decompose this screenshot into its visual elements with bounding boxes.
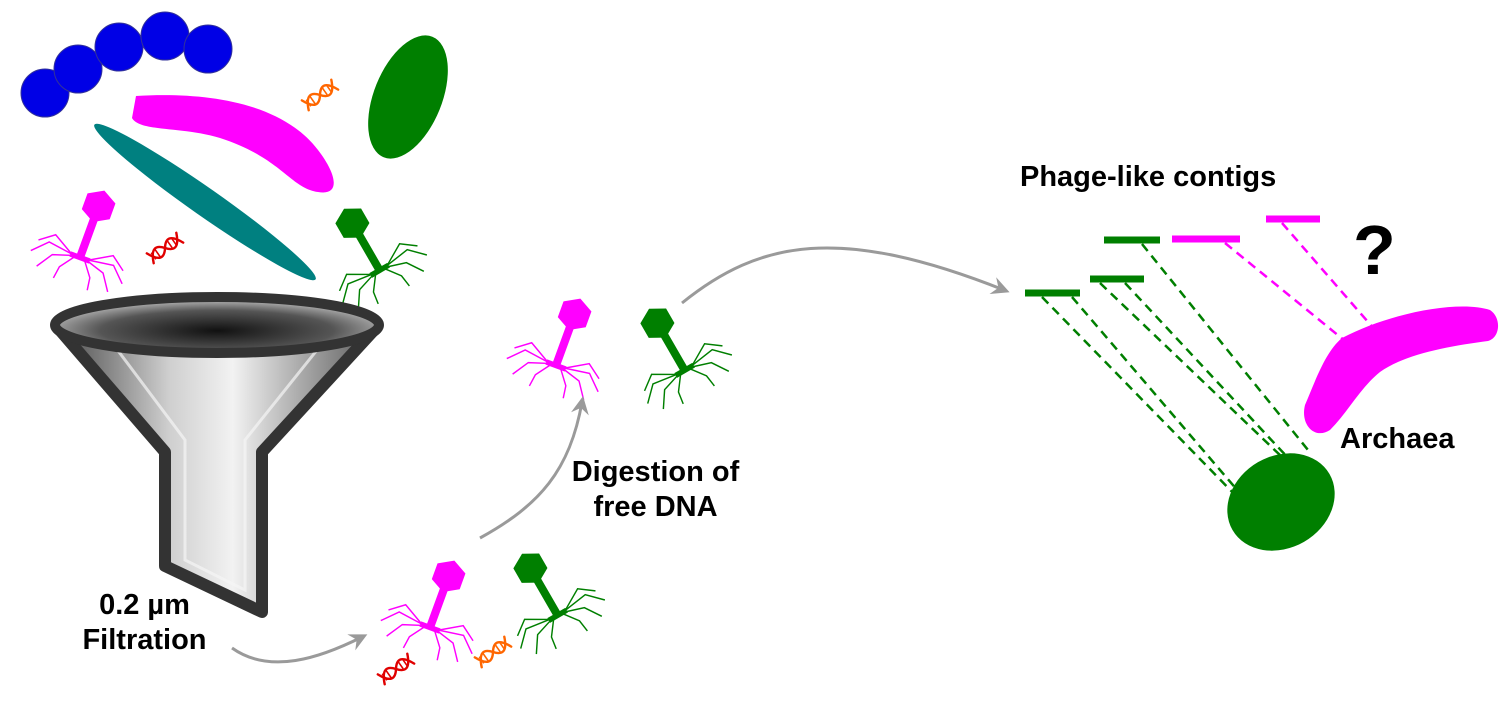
question-mark: ? [1353, 211, 1396, 289]
archaea-label: Archaea [1340, 423, 1455, 455]
digestion-line2: free DNA [593, 490, 718, 523]
archaea-cell [1304, 306, 1499, 434]
contig-bars [1025, 215, 1320, 297]
rod-bacterium-teal [94, 123, 316, 281]
phage-icon [499, 281, 627, 410]
phage-icon [606, 284, 742, 420]
digestion-line1: Digestion of [571, 456, 740, 488]
bacterium-cell [1227, 453, 1335, 551]
bacteria-chain [20, 11, 233, 118]
phage-icon [373, 543, 501, 672]
dna-icon [145, 231, 185, 265]
phage-icon [23, 173, 151, 302]
curved-arrow-icon [681, 246, 1010, 305]
oval-cell-green [368, 35, 448, 159]
filtration-label: 0.2 µm Filtration [62, 588, 227, 658]
dna-icon [473, 635, 513, 669]
archaea-cell-top [132, 95, 334, 193]
funnel-icon [50, 292, 384, 618]
mapping-links [1041, 222, 1376, 506]
digestion-label: Digestion of free DNA [548, 455, 763, 525]
filtration-size: 0.2 µm [99, 589, 190, 621]
dna-icon [376, 652, 416, 686]
curved-arrow-icon [231, 634, 368, 664]
phage-contigs-label: Phage-like contigs [1020, 161, 1277, 193]
curved-arrow-icon [479, 396, 589, 540]
dna-icon [300, 78, 340, 112]
filtration-text: Filtration [82, 623, 207, 656]
